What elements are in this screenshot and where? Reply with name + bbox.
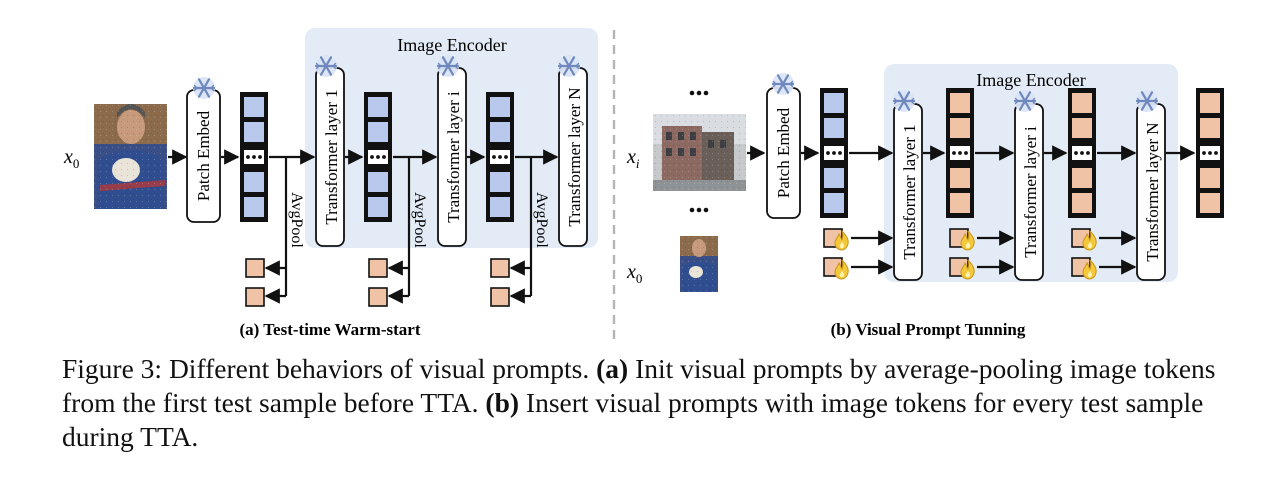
image-token-column-b3 bbox=[1068, 88, 1096, 218]
image-token-column-a2 bbox=[364, 92, 392, 222]
snowflake-icon bbox=[1012, 88, 1038, 114]
avgpool-label-a1: AvgPool bbox=[288, 192, 305, 248]
transformer-layer-i-label-b: Transformer layer i bbox=[1021, 126, 1040, 258]
building-photo-b bbox=[653, 114, 746, 191]
figure-caption: Figure 3: Different behaviors of visual … bbox=[62, 352, 1252, 454]
caption-tag-a: (a) bbox=[596, 353, 629, 384]
portrait-photo-a bbox=[94, 104, 167, 209]
caption-text-a: Init visual prompts by average-pooling i… bbox=[62, 353, 1216, 418]
prompt-token bbox=[245, 287, 265, 307]
patch-embed-label-b: Patch Embed bbox=[774, 107, 793, 198]
encoder-title-a: Image Encoder bbox=[397, 35, 506, 55]
snowflake-icon bbox=[313, 53, 339, 79]
image-token-column-b1 bbox=[820, 88, 848, 218]
ellipsis-top bbox=[689, 90, 709, 96]
snowflake-icon bbox=[556, 53, 582, 79]
transformer-layer-1-label-b: Transformer layer 1 bbox=[900, 124, 919, 259]
transformer-layer-i-label-a: Transformer layer i bbox=[444, 91, 463, 223]
prompt-token bbox=[245, 258, 265, 278]
encoder-title-b: Image Encoder bbox=[976, 70, 1085, 90]
snowflake-icon bbox=[1134, 88, 1160, 114]
transformer-layer-1-label-a: Transformer layer 1 bbox=[322, 89, 341, 224]
patch-embed-label-a: Patch Embed bbox=[194, 110, 213, 201]
caption-text-b: Insert visual prompts with image tokens … bbox=[62, 387, 1204, 452]
image-token-column-b2 bbox=[946, 88, 974, 218]
caption-tag-b: (b) bbox=[485, 387, 520, 418]
caption-prefix: Figure 3: Different behaviors of visual … bbox=[62, 353, 597, 384]
caption-b: (b) Visual Prompt Tunning bbox=[831, 320, 1026, 339]
input-label-x0-b: x0 bbox=[626, 261, 642, 286]
prompt-token bbox=[368, 258, 388, 278]
ellipsis-bottom bbox=[689, 207, 709, 213]
image-token-column-a1 bbox=[240, 92, 268, 222]
prompt-token bbox=[368, 287, 388, 307]
figure: Image Encoder x0 Patch Embed bbox=[63, 28, 1224, 340]
avgpool-label-a2: AvgPool bbox=[411, 192, 428, 248]
transformer-layer-n-label-a: Transformer layer N bbox=[565, 87, 584, 226]
prompt-token bbox=[490, 258, 510, 278]
snowflake-icon bbox=[891, 88, 917, 114]
image-token-column-a3 bbox=[486, 92, 514, 222]
input-label-xi-b: xi bbox=[626, 146, 640, 171]
snowflake-icon bbox=[191, 75, 217, 101]
portrait-photo-b bbox=[680, 236, 718, 292]
prompt-token bbox=[490, 287, 510, 307]
caption-a: (a) Test-time Warm-start bbox=[240, 320, 421, 339]
transformer-layer-n-label-b: Transformer layer N bbox=[1143, 122, 1162, 261]
avgpool-label-a3: AvgPool bbox=[533, 192, 550, 248]
input-label-x0-a: x0 bbox=[63, 146, 79, 171]
snowflake-icon bbox=[435, 53, 461, 79]
output-token-column-b bbox=[1196, 88, 1224, 218]
panel-a: Image Encoder x0 Patch Embed bbox=[63, 28, 598, 339]
snowflake-icon bbox=[770, 71, 796, 97]
panel-b: Image Encoder xi x0 bbox=[626, 64, 1224, 339]
